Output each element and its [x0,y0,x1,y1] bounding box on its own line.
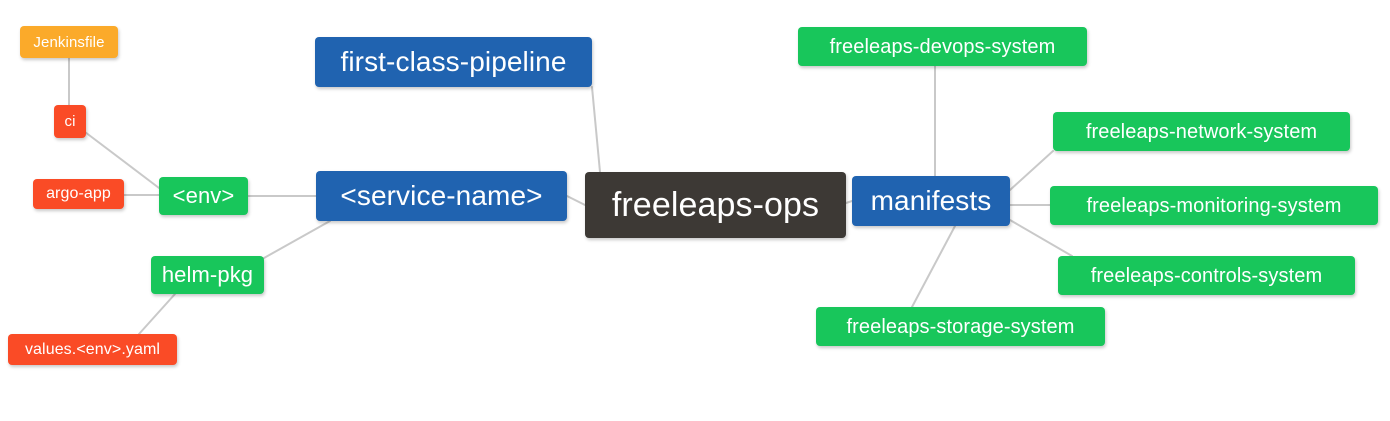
node-label-ci: ci [64,113,76,130]
node-manifests[interactable]: manifests [852,176,1010,226]
edge-manifests-to-network-system [1009,150,1054,191]
node-label-monitoring-system: freeleaps-monitoring-system [1086,194,1342,217]
node-monitoring-system[interactable]: freeleaps-monitoring-system [1050,186,1378,225]
node-env[interactable]: <env> [159,177,248,215]
node-network-system[interactable]: freeleaps-network-system [1053,112,1350,151]
node-label-service-name: <service-name> [340,180,543,211]
node-devops-system[interactable]: freeleaps-devops-system [798,27,1087,66]
node-label-argo-app: argo-app [46,185,111,202]
node-label-manifests: manifests [870,185,992,216]
edge-helm-pkg-to-values-yaml [138,293,176,335]
node-helm-pkg[interactable]: helm-pkg [151,256,264,294]
node-label-root: freeleaps-ops [611,186,820,224]
edge-root-to-service-name [566,195,586,206]
node-values-yaml[interactable]: values.<env>.yaml [8,334,177,365]
node-label-jenkinsfile: Jenkinsfile [33,33,105,51]
node-label-storage-system: freeleaps-storage-system [846,315,1075,338]
node-label-env: <env> [172,183,235,208]
node-storage-system[interactable]: freeleaps-storage-system [816,307,1105,346]
edge-root-to-first-class [591,86,601,173]
node-label-helm-pkg: helm-pkg [161,262,254,287]
node-label-network-system: freeleaps-network-system [1085,120,1318,143]
node-label-values-yaml: values.<env>.yaml [24,340,161,358]
node-controls-system[interactable]: freeleaps-controls-system [1058,256,1355,295]
node-service-name[interactable]: <service-name> [316,171,567,221]
edge-manifests-to-controls-system [1009,219,1073,257]
edge-service-name-to-helm-pkg [263,220,331,259]
node-label-devops-system: freeleaps-devops-system [829,35,1056,58]
node-ci[interactable]: ci [54,105,86,138]
node-label-controls-system: freeleaps-controls-system [1090,264,1323,287]
edge-manifests-to-storage-system [911,225,956,308]
node-root[interactable]: freeleaps-ops [585,172,846,238]
node-first-class[interactable]: first-class-pipeline [315,37,592,87]
node-argo-app[interactable]: argo-app [33,179,124,209]
node-jenkinsfile[interactable]: Jenkinsfile [20,26,118,58]
node-label-first-class: first-class-pipeline [340,46,567,77]
